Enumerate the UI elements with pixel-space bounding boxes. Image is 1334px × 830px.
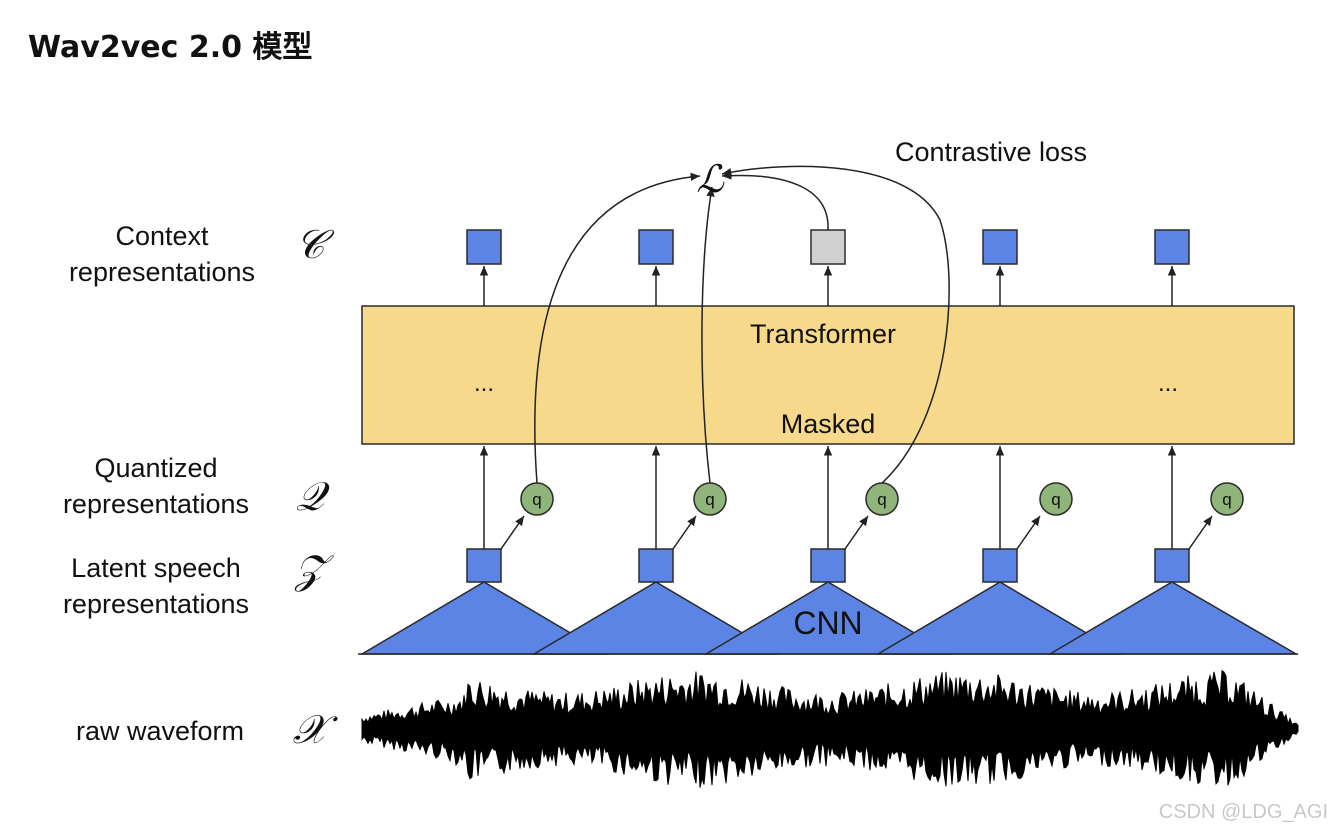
- masked-label: Masked: [781, 409, 876, 439]
- quantized-symbol: 𝒬: [296, 474, 331, 520]
- latent-block-1: [466, 548, 502, 583]
- svg-text:q: q: [532, 490, 541, 509]
- loss-symbol: ℒ: [696, 157, 725, 201]
- watermark: CSDN @LDG_AGI: [1158, 801, 1328, 823]
- context-blocks: [466, 229, 1190, 265]
- loss-curve-q2: [701, 186, 715, 484]
- context-symbol: 𝒞: [295, 222, 334, 268]
- contrastive-loss-curves: [534, 165, 950, 484]
- latent-block-3: [810, 548, 846, 583]
- latent-symbol: 𝒵: [294, 547, 335, 593]
- context-block-1: [466, 229, 502, 265]
- loss-curve-q1: [534, 172, 701, 484]
- loss-curve-q3: [721, 165, 950, 484]
- latent-to-transformer-arrows: [479, 446, 1177, 549]
- contrastive-loss-label: Contrastive loss: [895, 137, 1087, 167]
- quantizer-2: q: [693, 482, 727, 516]
- context-block-5: [1154, 229, 1190, 265]
- quantizers: q q q q q: [520, 482, 1244, 516]
- latent-block-2: [638, 548, 674, 583]
- context-block-3-masked: [810, 229, 846, 265]
- svg-text:q: q: [877, 490, 886, 509]
- latent-label-line2: representations: [63, 589, 249, 619]
- svg-text:q: q: [705, 490, 714, 509]
- transformer-to-context-arrows: [479, 266, 1177, 306]
- ellipsis-right: ...: [1158, 370, 1178, 397]
- raw-symbol: 𝒳: [293, 707, 339, 753]
- quantizer-4: q: [1039, 482, 1073, 516]
- raw-waveform: [361, 669, 1299, 788]
- quantizer-3: q: [865, 482, 899, 516]
- transformer-label: Transformer: [750, 319, 896, 349]
- row-label-quantized: Quantized representations 𝒬: [63, 453, 331, 520]
- context-block-4: [982, 229, 1018, 265]
- context-label-line2: representations: [69, 257, 255, 287]
- cnn-encoder: [359, 581, 1299, 655]
- quantizer-5: q: [1210, 482, 1244, 516]
- svg-text:q: q: [1222, 490, 1231, 509]
- ellipsis-left: ...: [474, 370, 494, 397]
- quantized-label-line1: Quantized: [94, 453, 217, 483]
- transformer-box: [361, 305, 1295, 445]
- svg-text:q: q: [1051, 490, 1060, 509]
- latent-block-5: [1154, 548, 1190, 583]
- page-title: Wav2vec 2.0 模型: [28, 30, 313, 65]
- latent-block-4: [982, 548, 1018, 583]
- loss-curve-context: [721, 171, 829, 231]
- latent-to-quantizer-arrows: [500, 515, 1213, 550]
- context-label-line1: Context: [115, 221, 209, 251]
- row-label-latent: Latent speech representations 𝒵: [63, 547, 335, 619]
- raw-label: raw waveform: [76, 716, 244, 746]
- latent-label-line1: Latent speech: [71, 553, 241, 583]
- row-label-raw: raw waveform 𝒳: [76, 707, 339, 753]
- context-block-2: [638, 229, 674, 265]
- quantized-label-line2: representations: [63, 489, 249, 519]
- row-label-context: Context representations 𝒞: [69, 221, 334, 287]
- quantizer-1: q: [520, 482, 554, 516]
- cnn-label: CNN: [793, 605, 862, 641]
- latent-blocks: [466, 548, 1190, 583]
- cnn-triangle-5: [1047, 581, 1299, 655]
